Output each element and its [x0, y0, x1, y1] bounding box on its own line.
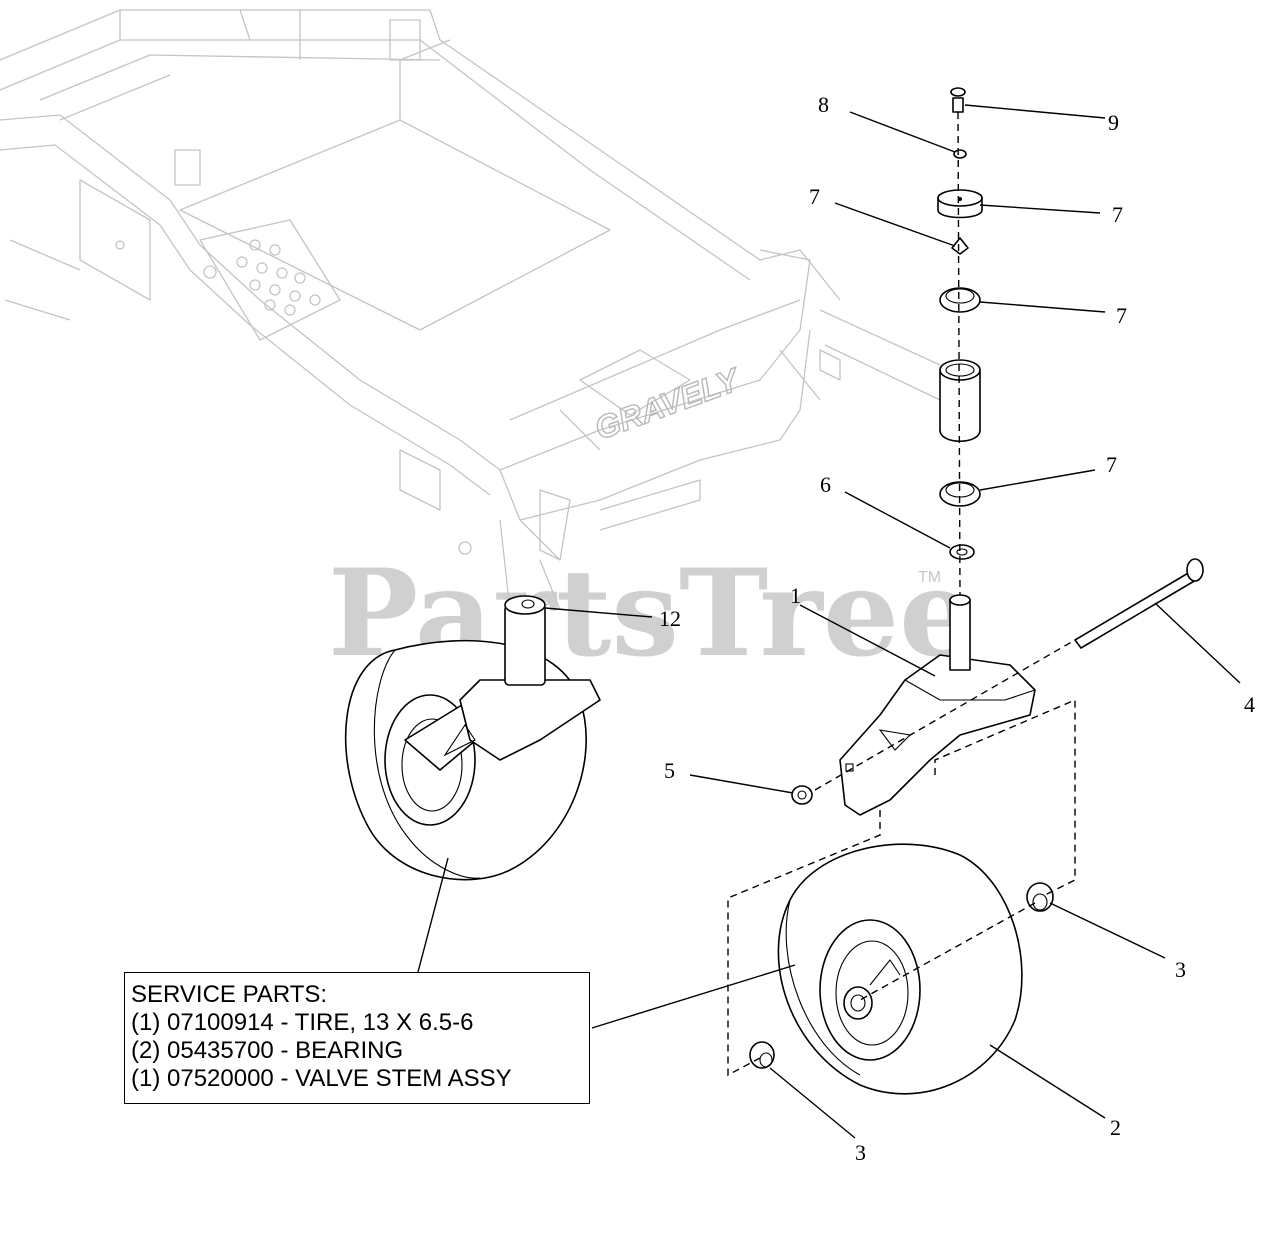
assembled-caster-wheel [344, 595, 601, 881]
axle-bolt [1074, 558, 1204, 649]
callout-10: 8 [818, 92, 829, 117]
callout-1: 1 [790, 583, 801, 608]
callout-3-left: 3 [855, 1140, 866, 1165]
brand-text: GRAVELY [590, 361, 746, 447]
callout-3-right: 3 [1175, 957, 1186, 982]
tire-wheel [777, 843, 1023, 1095]
mower-frame: GRAVELY [0, 9, 941, 611]
callout-12: 12 [659, 606, 681, 631]
callout-7-lower: 7 [1106, 452, 1117, 477]
bearing-cap-right [1026, 882, 1054, 912]
caster-fork [839, 594, 1036, 816]
leader-lines [417, 104, 1241, 1139]
service-parts-title: SERVICE PARTS: [131, 981, 328, 1008]
service-parts-box: SERVICE PARTS: (1) 07100914 - TIRE, 13 X… [124, 972, 590, 1104]
callout-7-upper: 7 [1116, 303, 1127, 328]
service-part-line-bearing: (2) 05435700 - BEARING [131, 1037, 404, 1064]
callout-9: 7 [1112, 202, 1123, 227]
service-part-line-valve-stem: (1) 07520000 - VALVE STEM ASSY [131, 1065, 512, 1092]
service-part-line-tire: (1) 07100914 - TIRE, 13 X 6.5-6 [131, 1009, 474, 1036]
callout-11: 9 [1108, 110, 1119, 135]
callout-8: 7 [809, 184, 820, 209]
callout-5: 5 [664, 758, 675, 783]
callout-6: 6 [820, 472, 831, 497]
callout-4: 4 [1244, 692, 1255, 717]
spindle-stack [937, 87, 983, 560]
bearing-cap-left [749, 1041, 775, 1069]
flange-nut [791, 785, 813, 805]
watermark-trademark: TM [918, 569, 941, 586]
callout-2: 2 [1110, 1115, 1121, 1140]
callout-labels: 9 8 7 7 7 7 6 1 4 5 12 3 3 2 [659, 92, 1255, 1165]
explosion-lines [727, 111, 1076, 1077]
